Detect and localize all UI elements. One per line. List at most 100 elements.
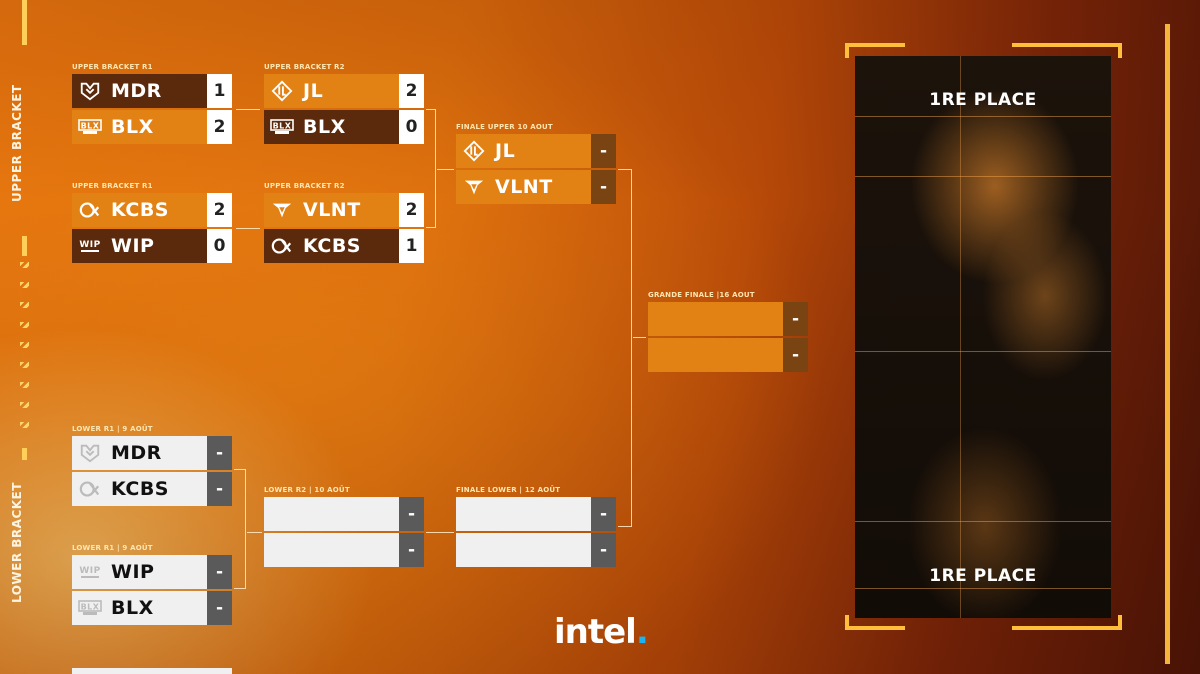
team-row[interactable]: - xyxy=(456,533,616,567)
intel-logo: intel. xyxy=(554,612,649,652)
left-hash-mark xyxy=(20,262,29,268)
match-label: LOWER R2 | 10 AOÛT xyxy=(264,486,350,494)
match-lower-r1-a[interactable]: MDR - KCBS - xyxy=(72,436,232,508)
team-name: JL xyxy=(495,140,516,162)
match-upper-final[interactable]: JL - VLNT - xyxy=(456,134,616,206)
podium-frame-corner xyxy=(845,43,905,58)
team-row[interactable]: VLNT 2 xyxy=(264,193,424,227)
team-row[interactable]: - xyxy=(264,533,424,567)
match-label: UPPER BRACKET R1 xyxy=(72,63,153,71)
left-hash-mark xyxy=(20,342,29,348)
team-row[interactable]: WIP WIP 0 xyxy=(72,229,232,263)
vlnt-logo-icon xyxy=(270,198,294,222)
bracket-connector xyxy=(426,532,454,533)
team-score: - xyxy=(207,472,232,506)
svg-text:WIP: WIP xyxy=(79,240,100,250)
team-score: - xyxy=(399,497,424,531)
team-score: - xyxy=(207,591,232,625)
team-row[interactable]: KCBS - xyxy=(72,472,232,506)
team-row[interactable]: JL - xyxy=(456,134,616,168)
team-row[interactable]: BLX BLX - xyxy=(72,591,232,625)
team-row[interactable]: BLX BLX 2 xyxy=(72,110,232,144)
bracket-connector xyxy=(426,109,436,228)
podium-panel: 1RE PLACE 1RE PLACE xyxy=(855,56,1111,618)
vlnt-logo-icon xyxy=(462,175,486,199)
team-name: WIP xyxy=(111,561,155,583)
lower-bracket-label: LOWER BRACKET xyxy=(10,482,24,604)
team-row[interactable]: - xyxy=(648,338,808,372)
team-row[interactable]: JL 2 xyxy=(264,74,424,108)
grid-line xyxy=(855,116,1111,117)
team-name: MDR xyxy=(111,442,162,464)
kcbs-logo-icon xyxy=(270,234,294,258)
left-hash-mark xyxy=(20,282,29,288)
left-hash-mark xyxy=(20,322,29,328)
jl-logo-icon xyxy=(270,79,294,103)
team-score: 2 xyxy=(207,110,232,144)
team-score: - xyxy=(399,533,424,567)
mdr-logo-icon xyxy=(78,79,102,103)
team-score: 0 xyxy=(207,229,232,263)
blx-logo-icon: BLX xyxy=(270,115,294,139)
team-score: - xyxy=(783,302,808,336)
svg-text:BLX: BLX xyxy=(273,122,292,131)
team-score: 0 xyxy=(399,110,424,144)
team-row[interactable]: WIP WIP - xyxy=(72,555,232,589)
podium-frame-corner xyxy=(845,615,905,630)
match-label: GRANDE FINALE |16 AOUT xyxy=(648,291,755,299)
team-row[interactable]: - xyxy=(264,497,424,531)
match-grand-final[interactable]: - - xyxy=(648,302,808,374)
team-score: 2 xyxy=(399,193,424,227)
team-row[interactable]: - xyxy=(648,302,808,336)
kcbs-logo-icon xyxy=(78,477,102,501)
team-row[interactable]: BLX BLX 0 xyxy=(264,110,424,144)
svg-text:WIP: WIP xyxy=(79,566,100,576)
match-lower-r2[interactable]: - - xyxy=(264,497,424,569)
match-lower-final[interactable]: - - xyxy=(456,497,616,569)
team-name: WIP xyxy=(111,235,155,257)
team-score: - xyxy=(591,497,616,531)
left-accent-line xyxy=(22,448,27,460)
team-name: JL xyxy=(303,80,324,102)
match-upper-r1-b[interactable]: KCBS 2 WIP WIP 0 xyxy=(72,193,232,265)
match-label: LOWER R1 | 9 AOÛT xyxy=(72,544,153,552)
blx-logo-icon: BLX xyxy=(78,596,102,620)
team-score: 1 xyxy=(207,74,232,108)
podium-bottom-label: 1RE PLACE xyxy=(929,566,1037,586)
team-row[interactable]: - xyxy=(456,497,616,531)
left-hash-mark xyxy=(20,422,29,428)
wip-logo-icon: WIP xyxy=(78,560,102,584)
team-row[interactable]: KCBS 2 xyxy=(72,193,232,227)
team-row[interactable]: KCBS 1 xyxy=(264,229,424,263)
svg-text:BLX: BLX xyxy=(81,603,100,612)
match-upper-r2-b[interactable]: VLNT 2 KCBS 1 xyxy=(264,193,424,265)
grid-line xyxy=(855,176,1111,177)
bracket-connector xyxy=(633,337,646,338)
bracket-connector xyxy=(437,169,454,170)
left-hash-mark xyxy=(20,302,29,308)
right-accent-bar xyxy=(1165,24,1170,664)
blx-logo-icon: BLX xyxy=(78,115,102,139)
sponsor-dot: . xyxy=(635,612,649,652)
team-row[interactable]: MDR - xyxy=(72,436,232,470)
match-label: UPPER BRACKET R2 xyxy=(264,182,345,190)
match-upper-r2-a[interactable]: JL 2 BLX BLX 0 xyxy=(264,74,424,146)
bracket-connector xyxy=(236,228,260,229)
team-row[interactable]: VLNT - xyxy=(456,170,616,204)
match-lower-r1-b[interactable]: WIP WIP - BLX BLX - xyxy=(72,555,232,627)
team-score: - xyxy=(207,555,232,589)
podium-top-label: 1RE PLACE xyxy=(929,90,1037,110)
match-upper-r1-a[interactable]: MDR 1 BLX BLX 2 xyxy=(72,74,232,146)
grid-line xyxy=(855,521,1111,522)
team-score: - xyxy=(783,338,808,372)
match-label: LOWER R1 | 9 AOÛT xyxy=(72,425,153,433)
grid-line xyxy=(855,588,1111,589)
bracket-connector xyxy=(236,109,260,110)
match-label: UPPER BRACKET R1 xyxy=(72,182,153,190)
bracket-connector xyxy=(234,469,246,589)
team-row[interactable]: MDR 1 xyxy=(72,74,232,108)
bracket-connector xyxy=(618,169,632,527)
team-name: MDR xyxy=(111,80,162,102)
team-name: BLX xyxy=(111,597,154,619)
left-accent-line xyxy=(22,236,27,256)
